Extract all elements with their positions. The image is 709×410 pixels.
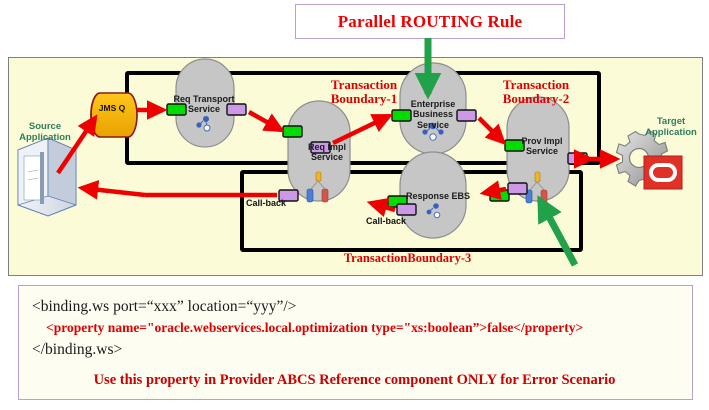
enterprise-business-service-label: Enterprise Business Service [410,99,456,130]
req-transport-service-label: Req Transport Service [173,94,235,115]
req-impl-service-label: Req Impl Service [307,142,346,163]
transaction-boundary-1-label: Transaction Boundary-1 [330,77,398,107]
title-box: Parallel ROUTING Rule [295,4,565,39]
prov-impl-service-label: Prov Impl Service [521,136,563,157]
code-line-binding-close: </binding.ws> [32,341,123,358]
callback-1-label: Call-back [245,198,287,208]
page-title: Parallel ROUTING Rule [337,11,523,31]
code-line-property: <property name="oracle.webservices.local… [46,320,584,335]
code-line-binding-open: <binding.ws port=“xxx” location=“yyy”/> [32,298,297,315]
transaction-boundary-2-label: Transaction Boundary-2 [502,77,570,107]
footer-note: Use this property in Provider ABCS Refer… [93,372,616,388]
transaction-boundary-3-label: TransactionBoundary-3 [343,251,472,265]
target-application-label: Target Application [645,116,697,138]
response-ebs-label: Response EBS [405,191,471,201]
callback-2-label: Call-back [365,216,407,226]
source-application-label: Source Application [19,121,71,143]
code-panel [18,285,693,400]
transaction-boundary-3-frame [240,170,583,252]
jms-queue-label: JMS Q [98,103,126,113]
